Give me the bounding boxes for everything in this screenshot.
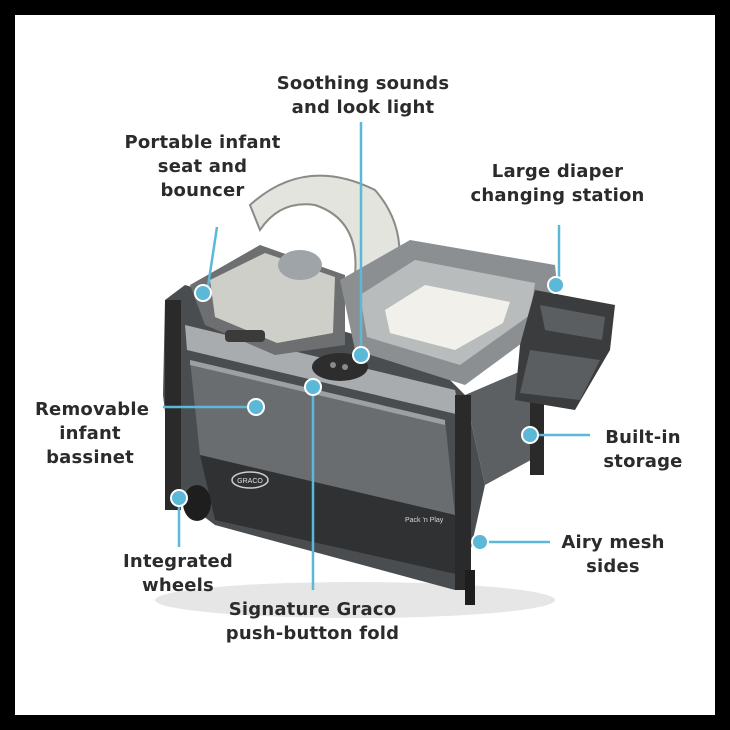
removable-bassinet-label: Removable infant bassinet bbox=[35, 399, 150, 468]
storage-callout-dot bbox=[521, 426, 539, 444]
portable-callout-dot bbox=[194, 284, 212, 302]
changing-pad bbox=[385, 285, 510, 350]
diaper-callout-dot bbox=[547, 276, 565, 294]
console-button bbox=[330, 362, 336, 368]
bassinet-callout-dot bbox=[247, 398, 265, 416]
diaper-station-label: Large diaper changing station bbox=[470, 161, 645, 206]
built-in-storage-label: Built-in storage bbox=[603, 427, 683, 472]
wheels-callout-dot bbox=[170, 489, 188, 507]
mesh-callout-dot bbox=[471, 533, 489, 551]
soothing-callout-dot bbox=[352, 346, 370, 364]
floor-shadow bbox=[155, 582, 555, 618]
left-wheel bbox=[183, 485, 211, 521]
front-corner-post bbox=[455, 395, 471, 590]
playard-illustration: GRACO Pack 'n Play bbox=[155, 122, 615, 618]
model-wordmark: Pack 'n Play bbox=[405, 517, 444, 524]
integrated-wheels-label: Integrated wheels bbox=[123, 551, 233, 596]
portable-seat-label: Portable infant seat and bouncer bbox=[124, 132, 281, 201]
storage-pocket-1 bbox=[540, 305, 605, 340]
graco-logo bbox=[231, 471, 269, 489]
console-button bbox=[342, 364, 348, 370]
callout-dots bbox=[170, 276, 565, 551]
soothing-sounds-label: Soothing sounds and look light bbox=[276, 73, 450, 118]
graco-logo-text: GRACO bbox=[237, 478, 263, 485]
image-frame: GRACO Pack 'n Play Soothing sounds and l… bbox=[15, 15, 715, 715]
left-corner-post bbox=[165, 300, 181, 510]
airy-mesh-label: Airy mesh sides bbox=[561, 532, 665, 577]
push-button-fold-label: Signature Graco push-button fold bbox=[225, 599, 400, 644]
storage-pocket-2 bbox=[520, 350, 600, 400]
portable-callout-line bbox=[205, 226, 219, 294]
callout-lines bbox=[163, 122, 590, 590]
seat-pattern-patch bbox=[278, 250, 322, 280]
fold-callout-dot bbox=[304, 378, 322, 396]
seat-handle bbox=[225, 330, 265, 342]
front-leg bbox=[465, 570, 475, 605]
